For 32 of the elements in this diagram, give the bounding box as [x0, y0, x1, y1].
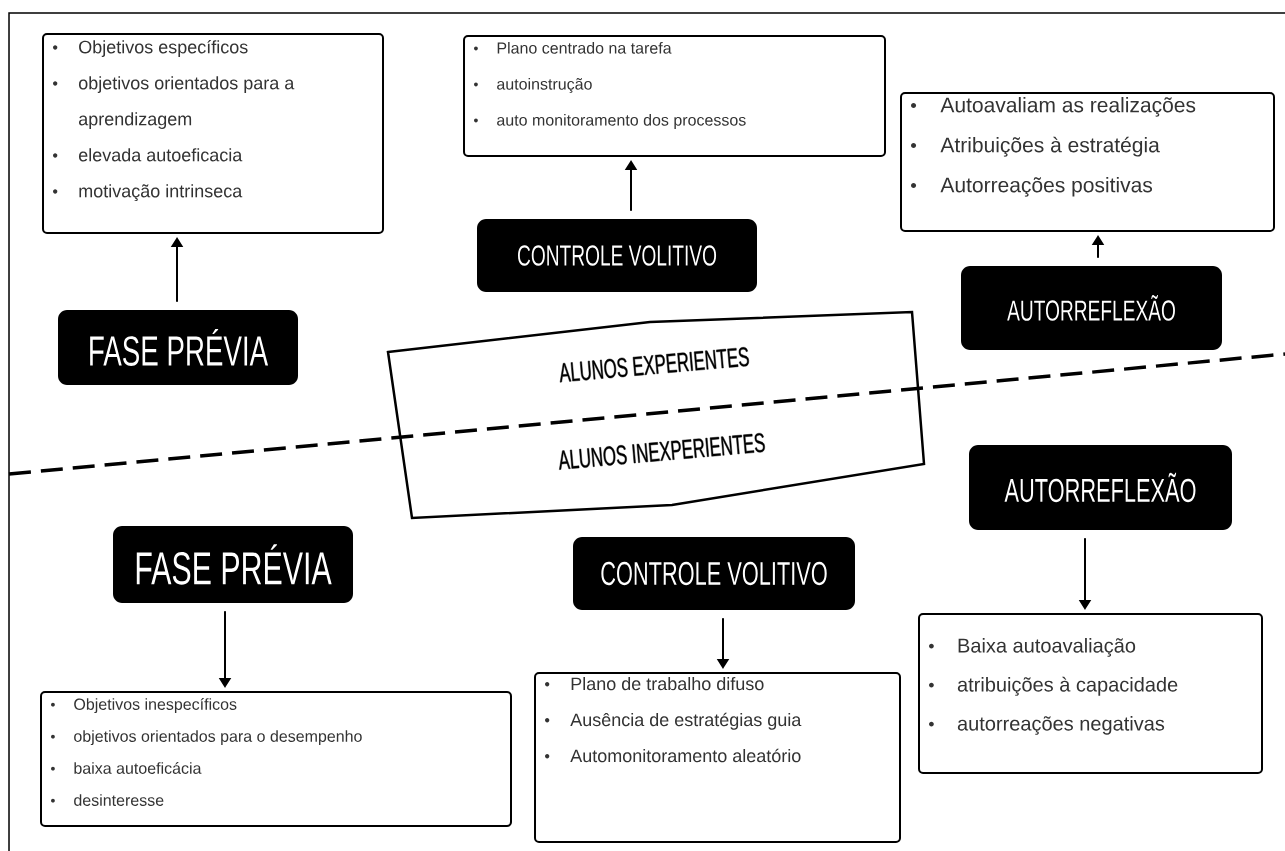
- bullet-list-box: [463, 35, 886, 157]
- label-panel: ALUNOS EXPERIENTES ALUNOS INEXPERIENTES: [386, 310, 926, 520]
- list-item: motivação intrinseca: [53, 184, 243, 202]
- list-item: Atribuições à estratégia: [911, 136, 1160, 157]
- list-item: auto monitoramento dos processos: [474, 114, 746, 129]
- bullet-list-box: [534, 672, 901, 843]
- list-item: Autoavaliam as realizações: [911, 97, 1196, 117]
- list-item: baixa autoeficácia: [51, 762, 202, 774]
- list-item: Objetivos específicos: [53, 40, 248, 57]
- heading-box: FASE PRÉVIA: [58, 310, 298, 385]
- list-item: Autorreações positivas: [911, 177, 1153, 197]
- heading-box: FASE PRÉVIA: [113, 526, 353, 603]
- heading-box: AUTORREFLEXÃO: [961, 266, 1222, 350]
- heading-box: CONTROLE VOLITIVO: [477, 219, 757, 292]
- bullet-list-box: [918, 613, 1263, 774]
- list-item: autoinstrução: [474, 78, 592, 93]
- heading-box: AUTORREFLEXÃO: [969, 445, 1232, 530]
- list-item: elevada autoeficacia: [53, 148, 243, 162]
- list-item: Plano centrado na tarefa: [474, 42, 672, 54]
- list-item: Ausência de estratégias guia: [545, 712, 802, 730]
- list-item: Baixa autoavaliação: [929, 638, 1136, 657]
- list-item: atribuições à capacidade: [929, 676, 1178, 696]
- bullet-list-box: [40, 691, 512, 827]
- list-item: desinteresse: [51, 794, 164, 806]
- list-item: Objetivos inespecíficos: [51, 698, 237, 714]
- list-item: objetivos orientados para o desempenho: [51, 730, 362, 746]
- heading-box: CONTROLE VOLITIVO: [573, 537, 855, 610]
- list-item: Plano de trabalho difuso: [545, 677, 764, 691]
- bullet-list-box: [42, 33, 384, 234]
- bullet-list-box: [900, 92, 1275, 232]
- list-item: autorreações negativas: [929, 716, 1165, 735]
- list-item: Automonitoramento aleatório: [545, 748, 801, 763]
